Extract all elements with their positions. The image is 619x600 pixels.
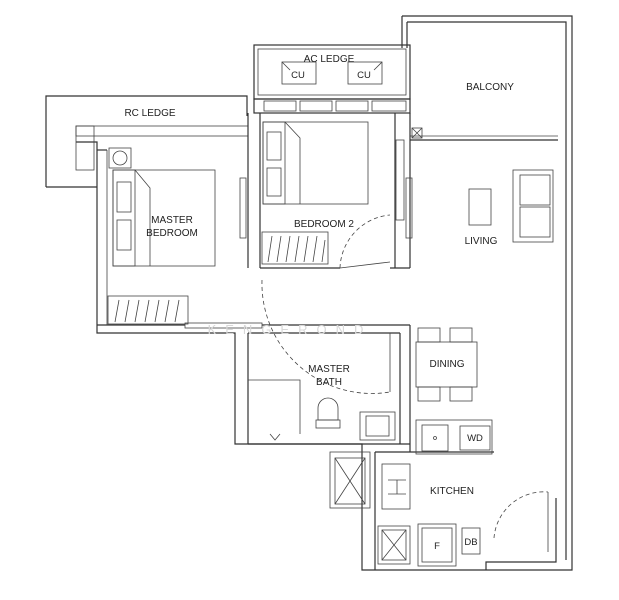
master-bath-label-line1: MASTER bbox=[308, 364, 350, 375]
dining-label: DINING bbox=[430, 359, 465, 370]
doors bbox=[261, 214, 549, 552]
bedroom-2-label: BEDROOM 2 bbox=[294, 219, 354, 230]
ac-ledge-label: AC LEDGE bbox=[304, 54, 355, 65]
fridge-label: F bbox=[434, 541, 440, 552]
furniture bbox=[107, 61, 554, 567]
cu-label-1: CU bbox=[291, 70, 305, 81]
interior-walls bbox=[97, 113, 494, 570]
kitchen-label: KITCHEN bbox=[430, 486, 474, 497]
outer-walls bbox=[45, 15, 573, 571]
balcony-label: BALCONY bbox=[466, 82, 514, 93]
wd-label: WD bbox=[467, 433, 483, 444]
master-bedroom-label-line2: BEDROOM bbox=[146, 228, 198, 239]
cu-label-2: CU bbox=[357, 70, 371, 81]
watermark: KENGEROND bbox=[208, 322, 373, 337]
room-labels: AC LEDGE CU CU BALCONY RC LEDGE MASTER B… bbox=[124, 54, 514, 552]
master-bedroom-label-line1: MASTER bbox=[151, 215, 193, 226]
windows bbox=[184, 100, 413, 329]
rc-ledge-label: RC LEDGE bbox=[124, 108, 175, 119]
living-label: LIVING bbox=[465, 236, 498, 247]
master-bath-label-line2: BATH bbox=[316, 377, 342, 388]
db-label: DB bbox=[464, 537, 477, 548]
